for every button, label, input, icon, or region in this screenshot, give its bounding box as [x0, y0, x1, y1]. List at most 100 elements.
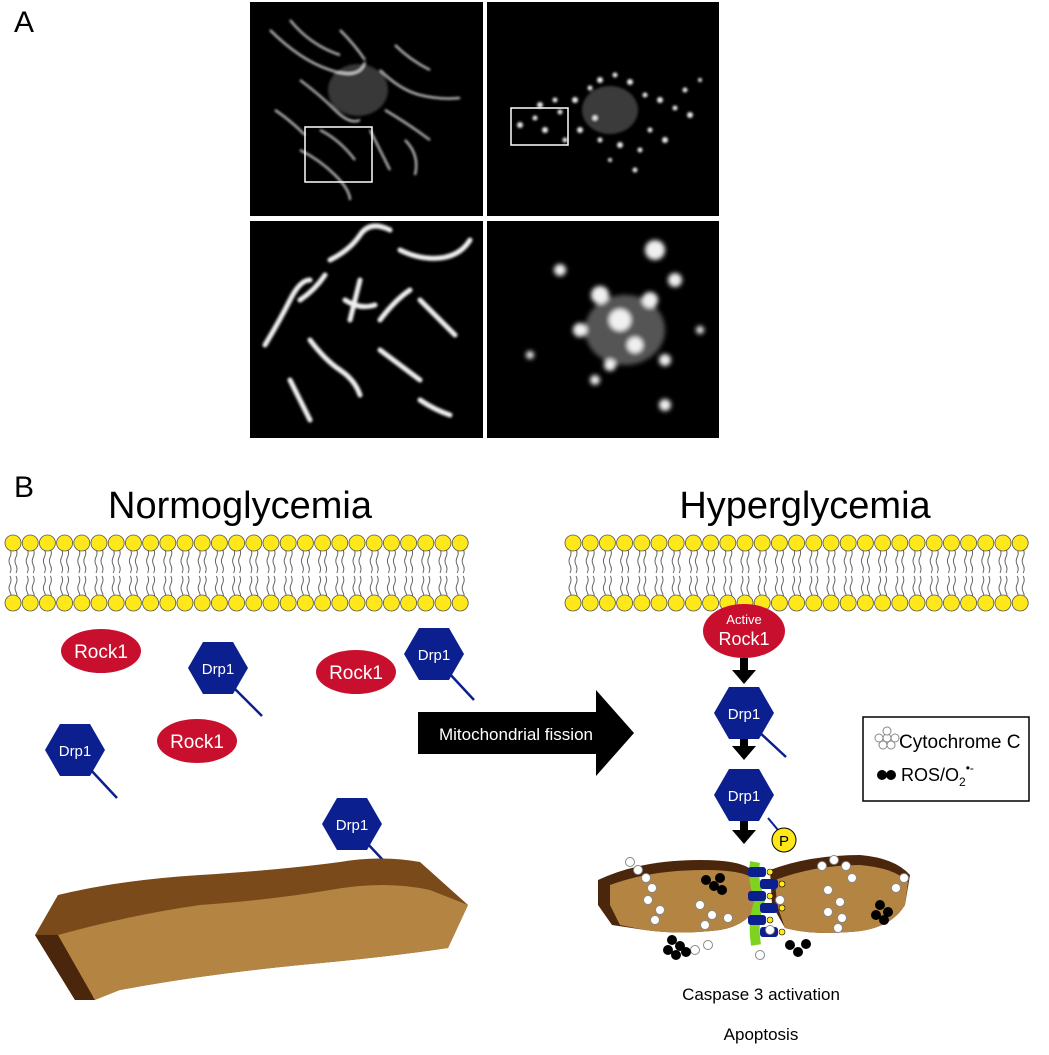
drp1-label: Drp1 — [418, 647, 451, 664]
lipid-head — [702, 594, 719, 612]
lipid-head — [107, 594, 125, 612]
lipid-head — [124, 594, 142, 612]
drp1-ring-subunit — [748, 891, 766, 901]
lipid-head — [400, 594, 418, 612]
lipid-tails — [266, 548, 276, 601]
lipid-head — [977, 534, 995, 552]
lipid-head — [296, 594, 314, 612]
cytochrome-c-dot — [833, 923, 843, 933]
lipid-head — [805, 594, 823, 612]
lipid-head — [753, 534, 771, 552]
drp1-protein: Drp1 — [714, 687, 787, 758]
lipid-head — [176, 534, 194, 552]
lipid-head — [736, 534, 754, 552]
lipid-head — [633, 594, 651, 612]
drp1-ring-subunit — [748, 867, 766, 877]
lipid-head — [822, 594, 840, 612]
fission-arrow-label: Mitochondrial fission — [439, 725, 593, 744]
lipid-head — [857, 594, 874, 612]
lipid-tails — [912, 548, 922, 601]
lipid-tails — [455, 548, 465, 601]
lipid-head — [4, 534, 22, 552]
lipid-head — [73, 534, 91, 552]
lipid-head — [771, 534, 788, 552]
lipid-head — [908, 594, 926, 612]
ros-dot — [785, 940, 795, 950]
cytochrome-c-clusters — [625, 855, 909, 960]
lipid-tails — [1015, 548, 1025, 601]
cytochrome-c-dot — [690, 945, 700, 955]
lipid-head — [245, 534, 263, 552]
rock1-label: Rock1 — [329, 663, 383, 684]
lipid-head — [581, 594, 599, 612]
apoptosis-label: Apoptosis — [724, 1025, 799, 1044]
lipid-head — [1011, 594, 1029, 612]
lipid-head — [788, 534, 805, 552]
lipid-tails — [146, 548, 156, 601]
lipid-head — [451, 534, 469, 552]
lipid-tails — [602, 548, 612, 601]
lipid-bilayer-left — [4, 534, 469, 612]
lipid-tails — [946, 548, 956, 601]
cytochrome-c-dot — [703, 940, 713, 950]
lipid-head — [581, 534, 599, 552]
lipid-tails — [688, 548, 698, 601]
lipid-head — [21, 594, 39, 612]
lipid-head — [960, 594, 977, 612]
drp1-protein: Drp1 — [322, 798, 397, 875]
lipid-head — [788, 594, 805, 612]
lipid-head — [382, 534, 400, 552]
lipid-head — [142, 534, 160, 552]
lipid-tails — [809, 548, 819, 601]
lipid-head — [90, 594, 108, 612]
ros-icon — [877, 770, 896, 780]
cytochrome-c-dot — [707, 910, 717, 920]
lipid-head — [874, 594, 891, 612]
lipid-head — [943, 534, 960, 552]
ros-dot — [717, 885, 727, 895]
lipid-tails — [929, 548, 939, 601]
lipid-head — [874, 534, 891, 552]
lipid-tails — [197, 548, 207, 601]
lipid-head — [702, 534, 719, 552]
lipid-tails — [25, 548, 35, 601]
legend-ros-sup: •- — [966, 761, 974, 775]
ros-dot — [667, 935, 677, 945]
lipid-head — [960, 534, 977, 552]
lipid-head — [314, 594, 332, 612]
lipid-head — [434, 594, 452, 612]
microscopy-grid — [250, 2, 719, 438]
lipid-tails — [77, 548, 87, 601]
cytochrome-c-dot — [837, 913, 847, 923]
lipid-head — [994, 534, 1012, 552]
lipid-head — [564, 594, 582, 612]
rock1-protein: Rock1 — [316, 650, 396, 694]
cytochrome-c-dot — [775, 895, 785, 905]
lipid-head — [279, 594, 297, 612]
lipid-head — [943, 594, 960, 612]
cytochrome-c-dot — [817, 861, 827, 871]
lipid-head — [857, 534, 874, 552]
lipid-head — [417, 594, 435, 612]
lipid-tails — [774, 548, 784, 601]
phospho-dot — [766, 916, 774, 924]
cytochrome-c-dot — [625, 857, 635, 867]
phospho-dot — [766, 892, 774, 900]
lipid-head — [667, 534, 685, 552]
lipid-tails — [740, 548, 750, 601]
lipid-head — [159, 594, 177, 612]
lipid-head — [839, 534, 857, 552]
lipid-tails — [620, 548, 630, 601]
lipid-tails — [111, 548, 121, 601]
cytochrome-c-dot — [633, 865, 643, 875]
lipid-head — [616, 594, 633, 612]
lipid-head — [39, 594, 56, 612]
lipid-tails — [792, 548, 802, 601]
lipid-head — [839, 594, 857, 612]
lipid-tails — [878, 548, 888, 601]
lipid-head — [908, 534, 926, 552]
legend-ros-main: ROS/O — [901, 765, 959, 785]
lipid-head — [365, 594, 383, 612]
cytochrome-c-dot — [723, 913, 733, 923]
